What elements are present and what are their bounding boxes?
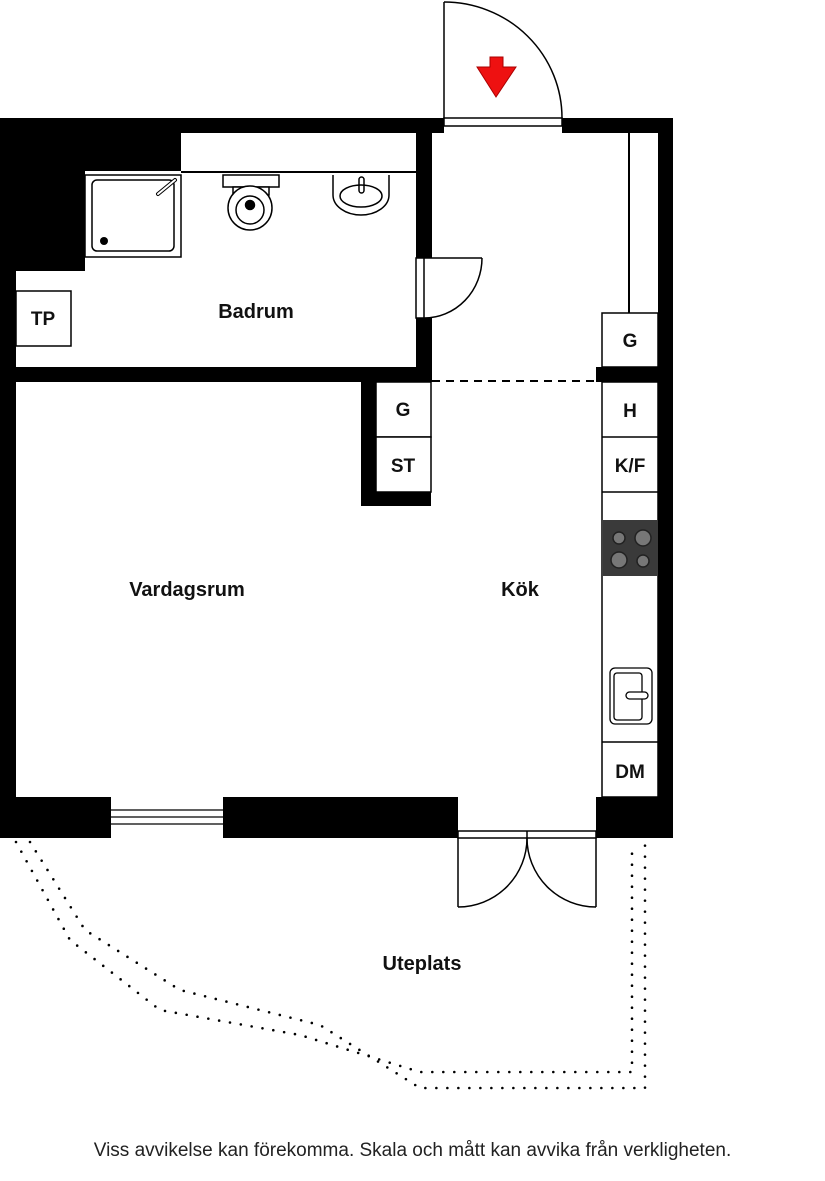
room-label-uteplats: Uteplats [383, 953, 462, 975]
stove-icon [603, 520, 658, 576]
sink-icon [609, 667, 653, 725]
kf-label: K/F [615, 456, 646, 477]
h-label: H [623, 401, 637, 422]
room-label-vardagsrum: Vardagsrum [129, 579, 245, 601]
entrance-door [443, 1, 563, 127]
patio-outline [14, 840, 647, 1090]
washbasin-icon [332, 175, 390, 216]
wardrobe-g-hall-label: G [623, 331, 638, 352]
entrance-arrow-icon [476, 56, 517, 98]
toilet-icon [222, 174, 280, 231]
tp-label: TP [31, 309, 56, 330]
window [111, 809, 223, 825]
closet-st-label: ST [391, 456, 416, 477]
patio-door [457, 830, 597, 908]
closet-g-label: G [396, 400, 411, 421]
closet-g [375, 381, 432, 438]
walls [0, 118, 673, 838]
kitchen-counter [601, 381, 659, 798]
bathroom-door [415, 257, 483, 319]
dm-label: DM [615, 762, 645, 783]
shower-icon [84, 174, 182, 258]
disclaimer-text: Viss avvikelse kan förekomma. Skala och … [93, 1140, 732, 1161]
tp-unit [15, 290, 72, 347]
wardrobe-g-hall [601, 312, 659, 368]
closet-st [375, 436, 432, 493]
room-label-kok: Kök [501, 579, 540, 601]
room-label-badrum: Badrum [218, 301, 294, 323]
